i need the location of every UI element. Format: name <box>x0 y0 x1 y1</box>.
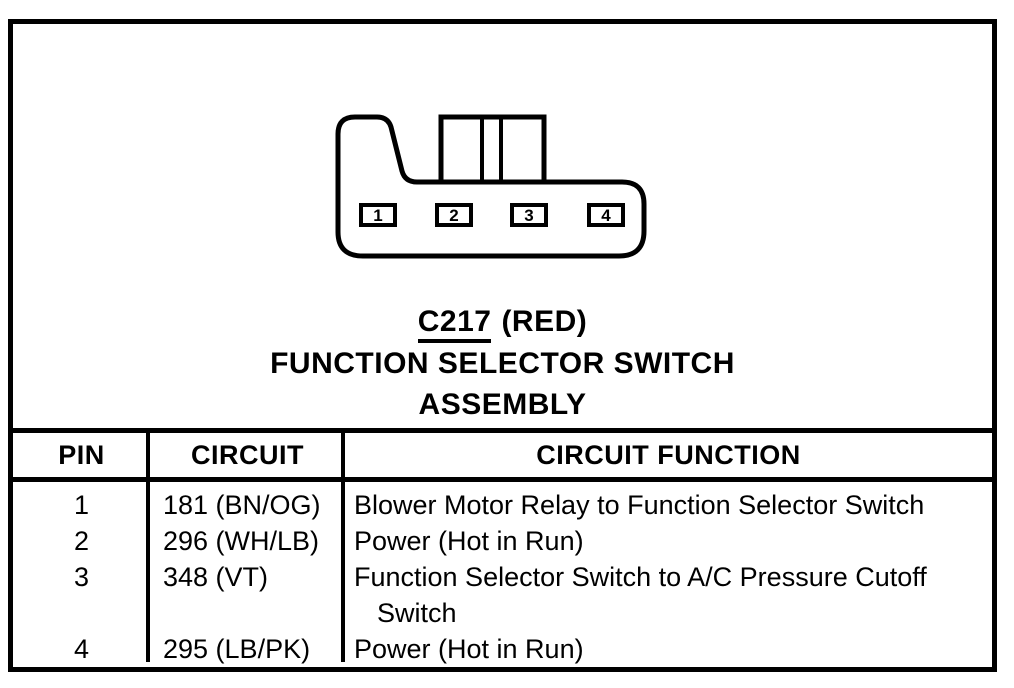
function-text-line2: Switch <box>377 598 457 628</box>
connector-name: FUNCTION SELECTOR SWITCH <box>270 347 735 380</box>
function-cell: Power (Hot in Run) <box>354 634 584 664</box>
function-cell: Power (Hot in Run) <box>354 526 584 556</box>
function-cell: Blower Motor Relay to Function Selector … <box>354 490 925 520</box>
table-row: 4 295 (LB/PK) Power (Hot in Run) <box>13 631 992 667</box>
circuit-cell: 295 (LB/PK) <box>163 634 311 664</box>
table-body: 1 181 (BN/OG) Blower Motor Relay to Func… <box>13 482 992 667</box>
connector-caption: C217 (RED) FUNCTION SELECTOR SWITCH ASSEM… <box>13 301 992 425</box>
circuit-cell: 348 (VT) <box>163 562 269 592</box>
connector-name-line2: ASSEMBLY <box>418 388 587 421</box>
pin-slot-2: 2 <box>435 203 473 227</box>
table-row: 2 296 (WH/LB) Power (Hot in Run) <box>13 523 992 559</box>
connector-drawing: 1 2 3 4 <box>333 112 649 262</box>
pin-cell: 4 <box>73 634 90 664</box>
header-pin: PIN <box>58 439 105 470</box>
function-cell: Function Selector Switch to A/C Pressure… <box>345 559 992 631</box>
column-divider <box>146 433 150 662</box>
pin-slot-4: 4 <box>587 203 625 227</box>
pin-slot-1: 1 <box>359 203 397 227</box>
pin-cell: 2 <box>73 526 90 556</box>
pin-cell: 3 <box>73 562 90 592</box>
circuit-cell: 296 (WH/LB) <box>163 526 320 556</box>
column-divider <box>341 433 345 662</box>
connector-id-line: C217 (RED) <box>13 301 992 343</box>
connector-tab <box>438 114 547 185</box>
connector-id: C217 <box>417 306 492 343</box>
table-row: 3 348 (VT) Function Selector Switch to A… <box>13 559 992 631</box>
function-text: Function Selector Switch to A/C Pressure… <box>354 562 927 592</box>
pinout-table: PIN CIRCUIT CIRCUIT FUNCTION 1 181 (BN/O… <box>13 428 992 664</box>
header-circuit-function: CIRCUIT FUNCTION <box>536 439 801 470</box>
page-border: 1 2 3 4 C217 (RED) FUNCTION SELECTOR SWIT… <box>8 19 997 672</box>
connector-diagram-section: 1 2 3 4 C217 (RED) FUNCTION SELECTOR SWIT… <box>13 24 992 428</box>
pin-cell: 1 <box>73 490 90 520</box>
connector-color: (RED) <box>501 305 588 338</box>
circuit-cell: 181 (BN/OG) <box>163 490 321 520</box>
connector-body-outline <box>335 114 647 259</box>
table-row: 1 181 (BN/OG) Blower Motor Relay to Func… <box>13 487 992 523</box>
header-circuit: CIRCUIT <box>191 439 304 470</box>
pin-slot-3: 3 <box>510 203 548 227</box>
connector-outline <box>335 114 647 259</box>
table-header-row: PIN CIRCUIT CIRCUIT FUNCTION <box>13 433 992 482</box>
